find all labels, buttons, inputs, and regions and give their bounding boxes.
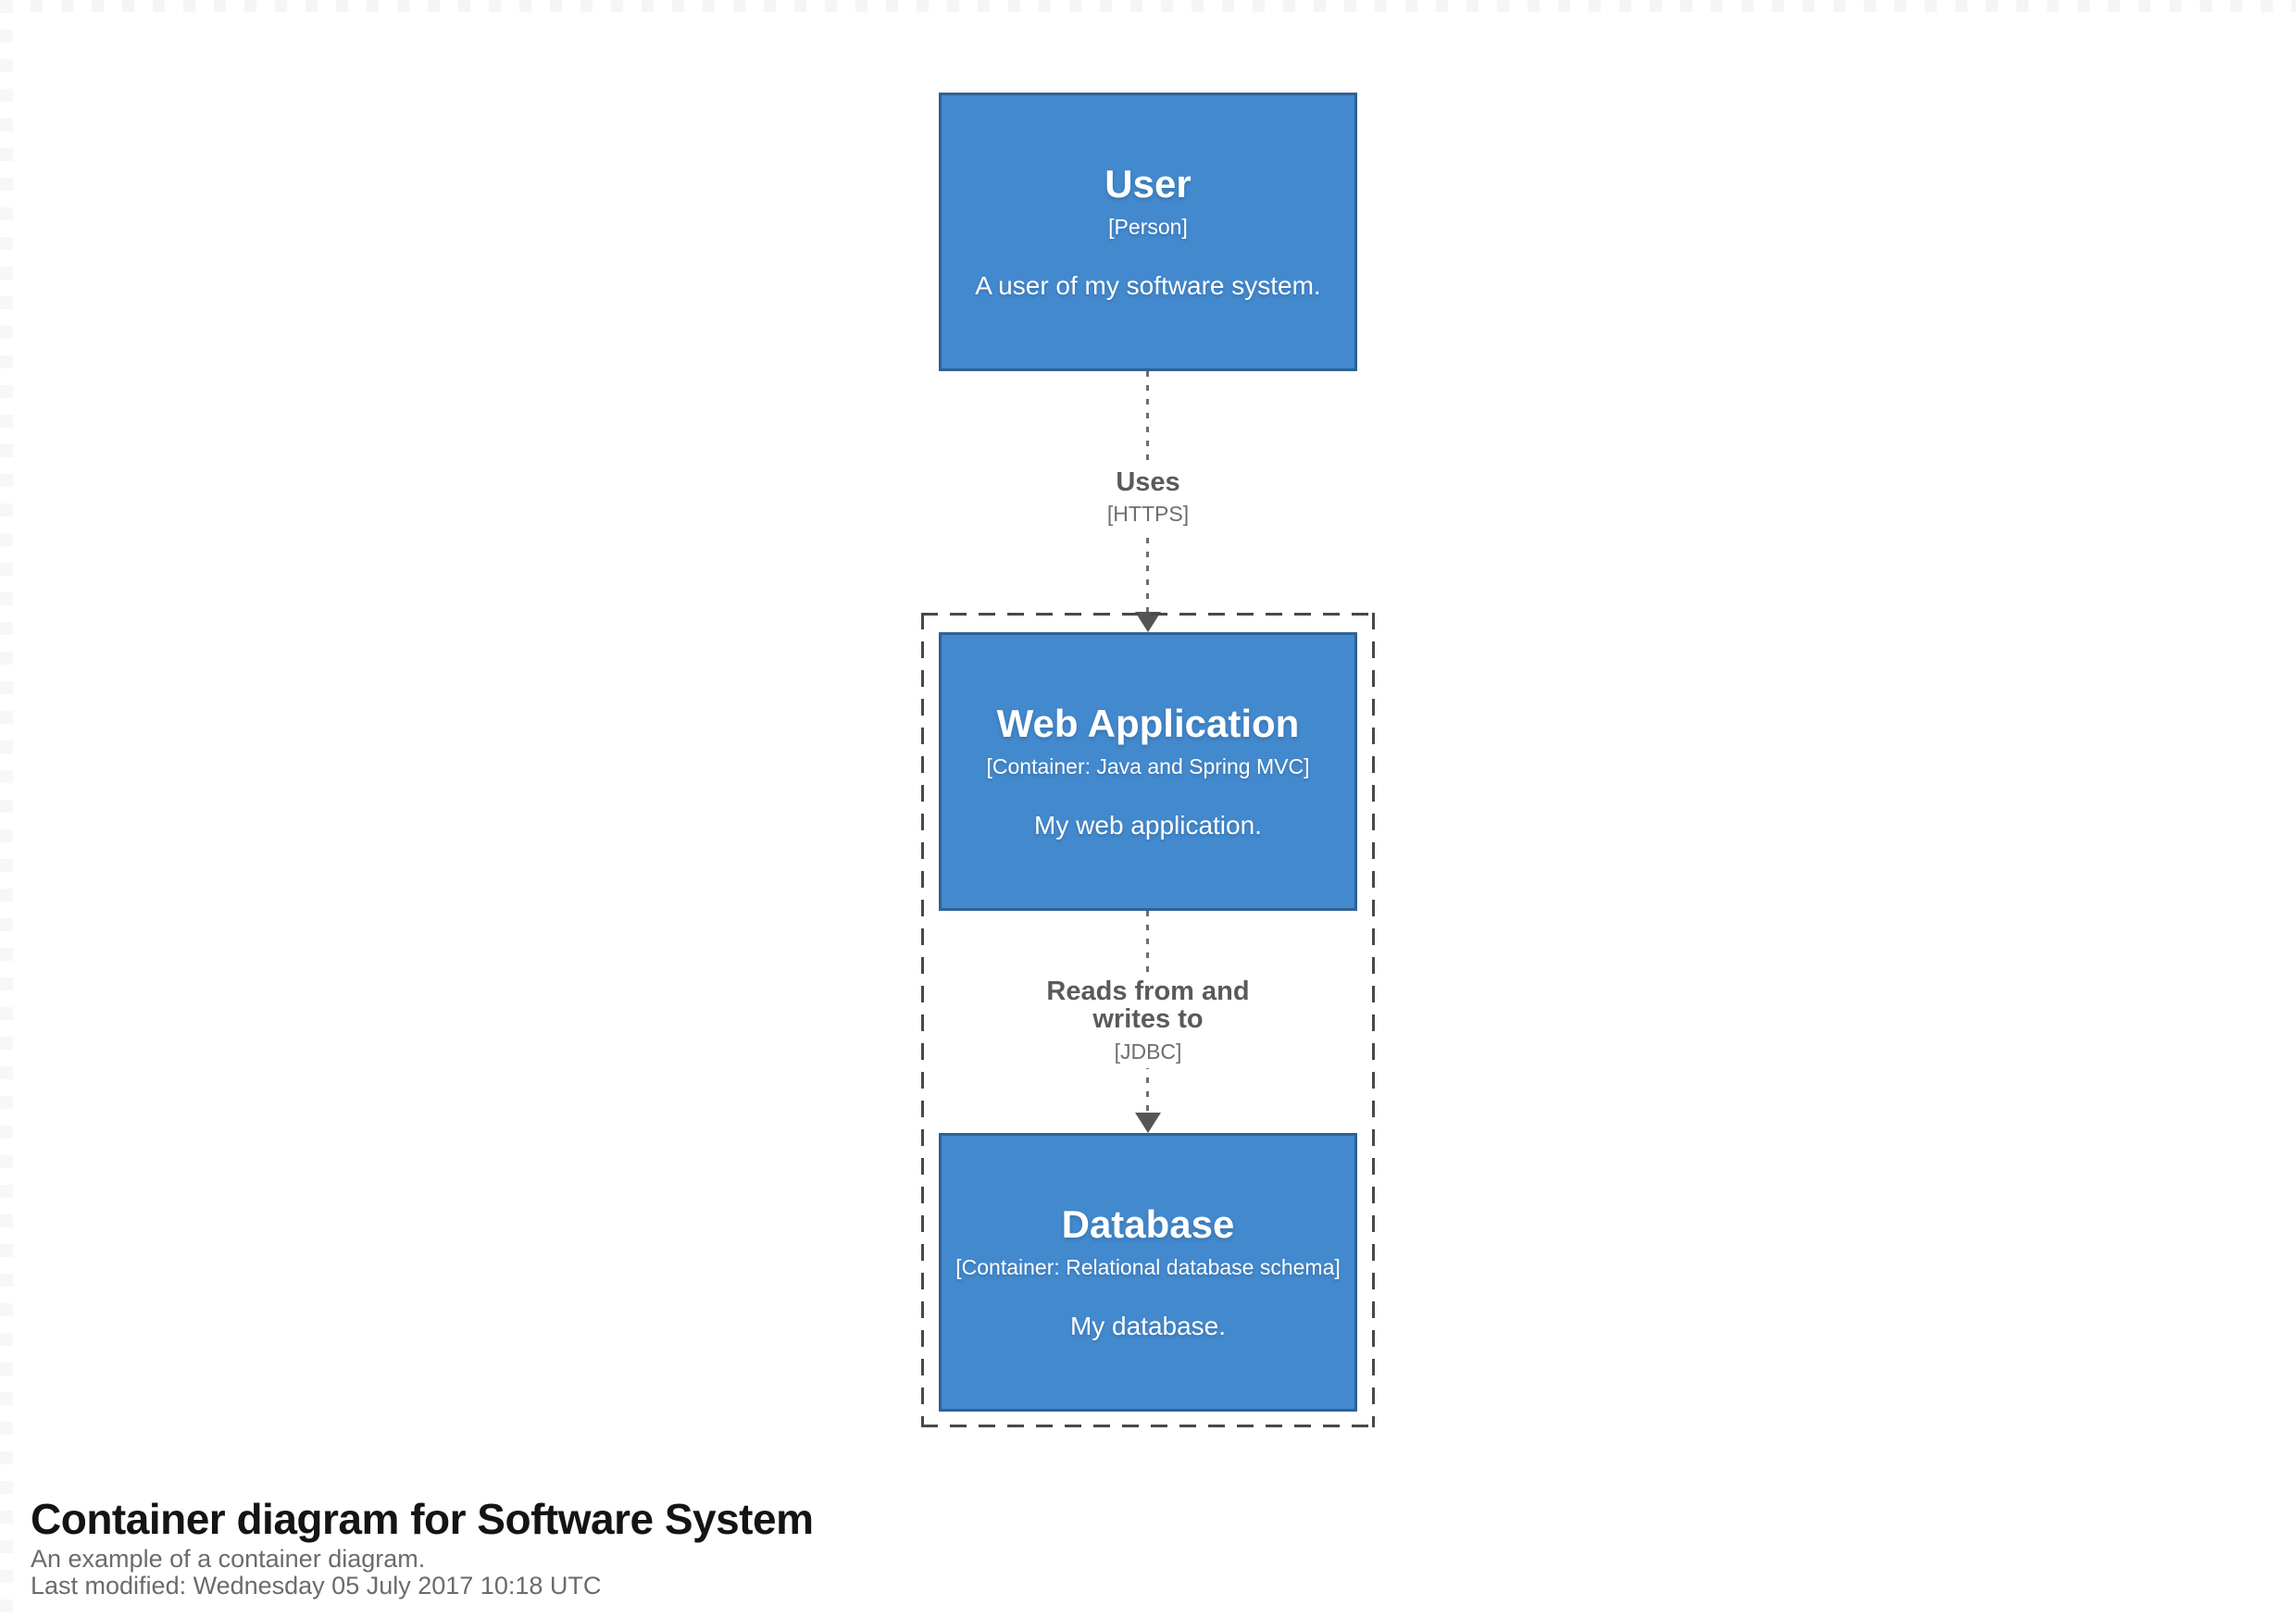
element-metadata: [Person] (1108, 215, 1188, 240)
diagram-subtitle: An example of a container diagram. (31, 1545, 426, 1573)
element-description: My web application. (1034, 811, 1262, 840)
element-name: Database (1061, 1201, 1235, 1246)
relationship-name: Uses (1116, 467, 1180, 497)
element-database[interactable]: Database [Container: Relational database… (939, 1133, 1357, 1412)
diagram-title: Container diagram for Software System (31, 1495, 814, 1543)
element-user[interactable]: User [Person] A user of my software syst… (939, 93, 1357, 371)
element-metadata: [Container: Relational database schema] (955, 1255, 1341, 1280)
relationship-label-reads-writes[interactable]: Reads from and writes to [JDBC] (1018, 974, 1278, 1068)
diagram-last-modified: Last modified: Wednesday 05 July 2017 10… (31, 1572, 602, 1599)
element-name: Web Application (996, 701, 1300, 745)
element-description: My database. (1069, 1312, 1227, 1341)
element-description: A user of my software system. (975, 271, 1321, 301)
element-web-application[interactable]: Web Application [Container: Java and Spr… (939, 632, 1357, 911)
relationship-name: Reads from and writes to (1046, 977, 1250, 1035)
element-metadata: [Container: Java and Spring MVC] (986, 754, 1310, 779)
boundary-edge-left (921, 613, 924, 1427)
canvas-edge-dashes-left (0, 0, 13, 1618)
arrowhead-down-icon (1135, 1113, 1161, 1133)
boundary-edge-top (921, 613, 1375, 616)
boundary-edge-right (1372, 613, 1375, 1427)
arrowhead-down-icon (1135, 612, 1161, 632)
diagram-description: An example of a container diagram. Last … (31, 1546, 601, 1599)
canvas-edge-dashes-top (0, 0, 2296, 12)
relationship-technology: [HTTPS] (1106, 502, 1190, 526)
boundary-edge-bottom (921, 1425, 1375, 1427)
relationship-label-uses[interactable]: Uses [HTTPS] (1095, 466, 1201, 530)
element-name: User (1104, 161, 1192, 205)
relationship-technology: [JDBC] (1114, 1039, 1182, 1064)
